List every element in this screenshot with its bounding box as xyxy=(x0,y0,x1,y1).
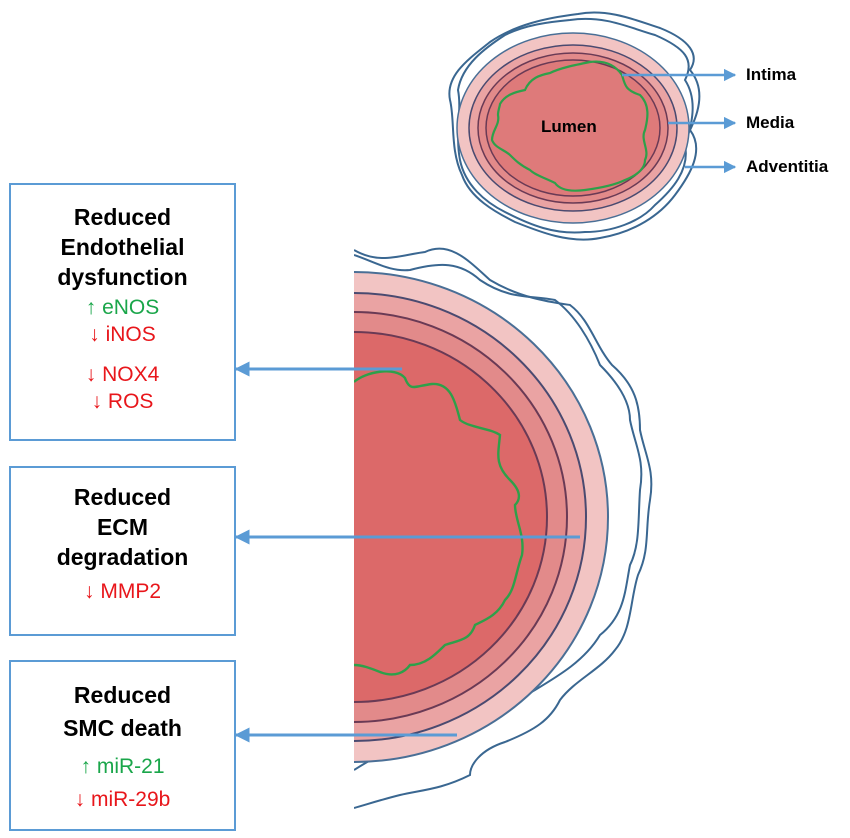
down-arrow-icon: ↓ xyxy=(89,323,100,346)
large-adventitia-outline-1 xyxy=(354,247,653,809)
box-title-line: Reduced xyxy=(73,484,172,510)
down-arrow-icon: ↓ xyxy=(91,390,103,413)
marker-inos: ↓ iNOS xyxy=(89,323,156,346)
marker-enos: ↑ eNOS xyxy=(85,296,160,319)
box-title-line: SMC death xyxy=(63,715,182,741)
ecm-degradation-box: Reduced ECM degradation ↓ MMP2 xyxy=(9,466,236,636)
endothelial-dysfunction-box: Reduced Endothelial dysfunction ↑ eNOS ↓… xyxy=(9,183,236,441)
up-arrow-icon: ↑ xyxy=(85,296,97,319)
down-arrow-icon: ↓ xyxy=(85,363,97,386)
intima-label: Intima xyxy=(746,65,797,84)
box-title-line: Endothelial xyxy=(60,234,185,260)
media-label: Media xyxy=(746,113,795,132)
marker-ros: ↓ ROS xyxy=(91,390,154,413)
lumen-label: Lumen xyxy=(541,117,597,136)
box-title-line: dysfunction xyxy=(57,264,188,290)
marker-mir-21: ↑ miR-21 xyxy=(80,755,165,778)
down-arrow-icon: ↓ xyxy=(74,788,86,811)
box-title-line: ECM xyxy=(96,514,149,540)
small-intima-line xyxy=(490,60,649,192)
large-vessel-half-section xyxy=(354,247,653,809)
marker-nox4: ↓ NOX4 xyxy=(85,363,160,386)
marker-mir-29b: ↓ miR-29b xyxy=(74,788,171,811)
down-arrow-icon: ↓ xyxy=(83,580,95,603)
small-adventitia-outline-2 xyxy=(456,17,694,234)
marker-mmp2: ↓ MMP2 xyxy=(83,580,162,603)
box-title-line: Reduced xyxy=(73,682,172,708)
adventitia-label: Adventitia xyxy=(746,157,829,176)
box-title-line: Reduced xyxy=(73,204,172,230)
up-arrow-icon: ↑ xyxy=(80,755,91,778)
small-adventitia-outline-1 xyxy=(448,11,701,241)
smc-death-box: Reduced SMC death ↑ miR-21 ↓ miR-29b xyxy=(9,660,236,831)
small-vessel-cross-section xyxy=(448,11,737,241)
large-intima-line xyxy=(354,370,524,676)
box-title-line: degradation xyxy=(56,544,189,570)
